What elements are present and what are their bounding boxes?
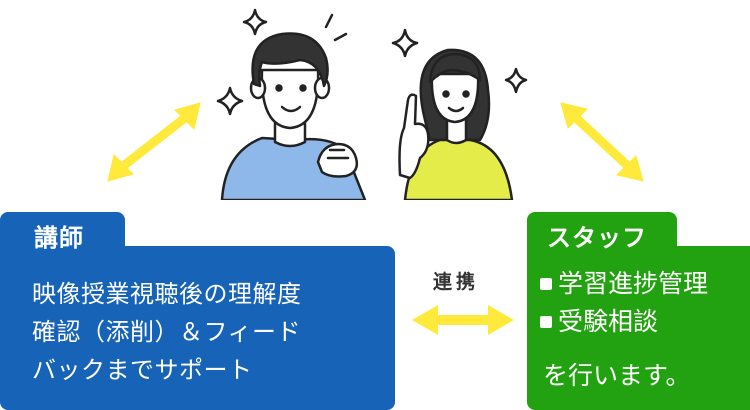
sparkle-icon — [504, 67, 528, 94]
instructor-line: バックまでサポート — [32, 356, 253, 384]
staff-item-text: 受験相談 — [558, 307, 659, 336]
sparkle-icon — [242, 8, 268, 36]
people-illustration — [216, 8, 528, 200]
emphasis-lines — [324, 13, 348, 42]
staff-item-text: 学習進捗管理 — [558, 269, 709, 298]
staff-box — [527, 246, 750, 410]
woman-figure — [398, 48, 514, 200]
instructor-description: 映像授業視聴後の理解度 確認（添削）＆フィード バックまでサポート — [32, 275, 382, 389]
bullet-icon — [540, 316, 552, 328]
staff-label: スタッフ — [547, 224, 647, 252]
double-arrow-icon — [107, 102, 201, 182]
bullet-icon — [540, 278, 552, 290]
instructor-line: 確認（添削）＆フィード — [32, 318, 302, 346]
staff-list-item: 受験相談 — [540, 303, 708, 341]
sparkle-icon — [391, 28, 419, 58]
instructor-line: 映像授業視聴後の理解度 — [32, 280, 302, 308]
instructor-label: 講師 — [34, 224, 84, 252]
double-arrow-icon — [560, 102, 644, 182]
staff-closing: を行います。 — [543, 361, 691, 390]
double-arrow-icon — [412, 305, 514, 335]
man-figure — [220, 32, 367, 200]
link-label: 連携 — [433, 271, 480, 293]
sparkle-icon — [216, 86, 244, 116]
staff-list: 学習進捗管理 受験相談 — [540, 265, 708, 341]
instructor-box — [0, 246, 395, 410]
staff-list-item: 学習進捗管理 — [540, 265, 708, 303]
